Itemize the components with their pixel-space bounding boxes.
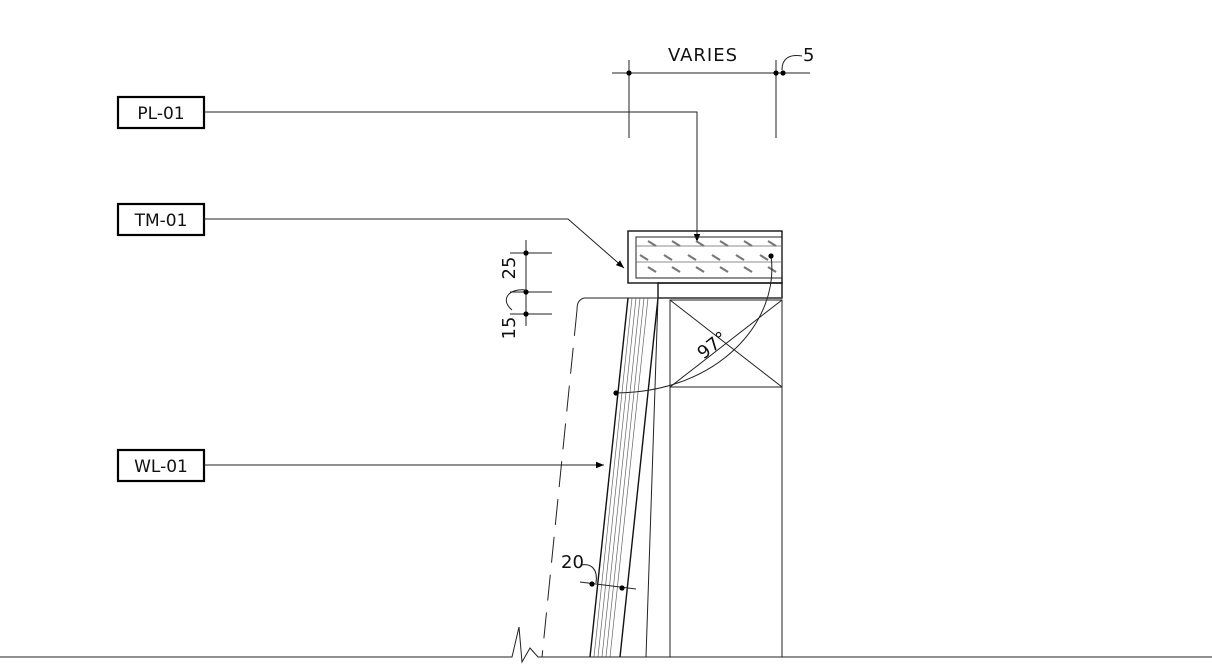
dimension-angle-label: 97° [694,328,732,364]
thickness-leader [580,564,597,584]
panel-substrate [645,297,659,658]
dimension-15-label: 15 [499,317,520,340]
thickness-dimension-line [579,581,637,590]
angle-arc [615,255,773,394]
dimension-five-label: 5 [803,45,814,66]
dimension-15-leader [505,289,527,311]
cap-hatching [639,240,777,273]
outline-dashed [541,309,578,658]
wall-structure [576,297,783,657]
tick-bottom [523,311,529,317]
blocking-cross [669,299,783,388]
structure-corner [576,297,585,311]
tag-wl-01-label: WL-01 [134,457,188,477]
tag-pl-01-label: PL-01 [137,104,184,124]
dimension-varies-label: VARIES [668,45,738,66]
thickness-tick-left [589,581,595,587]
cap-assembly [627,230,783,299]
tag-tm-01-leader [204,218,625,269]
dimension-tick-right [773,70,779,76]
thickness-tick-right [619,585,625,591]
dimension-vertical: 25 15 [499,240,552,339]
dimension-tick-five [780,70,786,76]
ground-line [0,626,1212,664]
cap-base-plate [657,282,783,299]
tag-wl-01: WL-01 [116,448,604,483]
angle-tick-bottom [613,390,619,396]
dimension-25-label: 25 [499,257,520,280]
dimension-20-label: 20 [561,552,584,573]
tick-top [523,250,529,256]
tick-middle [523,289,529,295]
cap-outer [627,230,783,284]
dimension-thickness: 20 [561,552,637,591]
dimension-varies: VARIES 5 [612,45,814,138]
tag-tm-01-label: TM-01 [134,211,188,231]
sloped-wall-panel [541,297,659,658]
cap-inner [635,236,783,279]
ground-break-line [0,626,1212,664]
panel-face [589,297,629,658]
dimension-tick-left [626,70,632,76]
dimension-five-leader [781,55,803,71]
panel-back [619,297,659,658]
tag-pl-01-leader [204,111,701,242]
tag-pl-01: PL-01 [116,95,701,242]
angle-tick-top [768,253,774,259]
tag-tm-01: TM-01 [116,202,625,269]
